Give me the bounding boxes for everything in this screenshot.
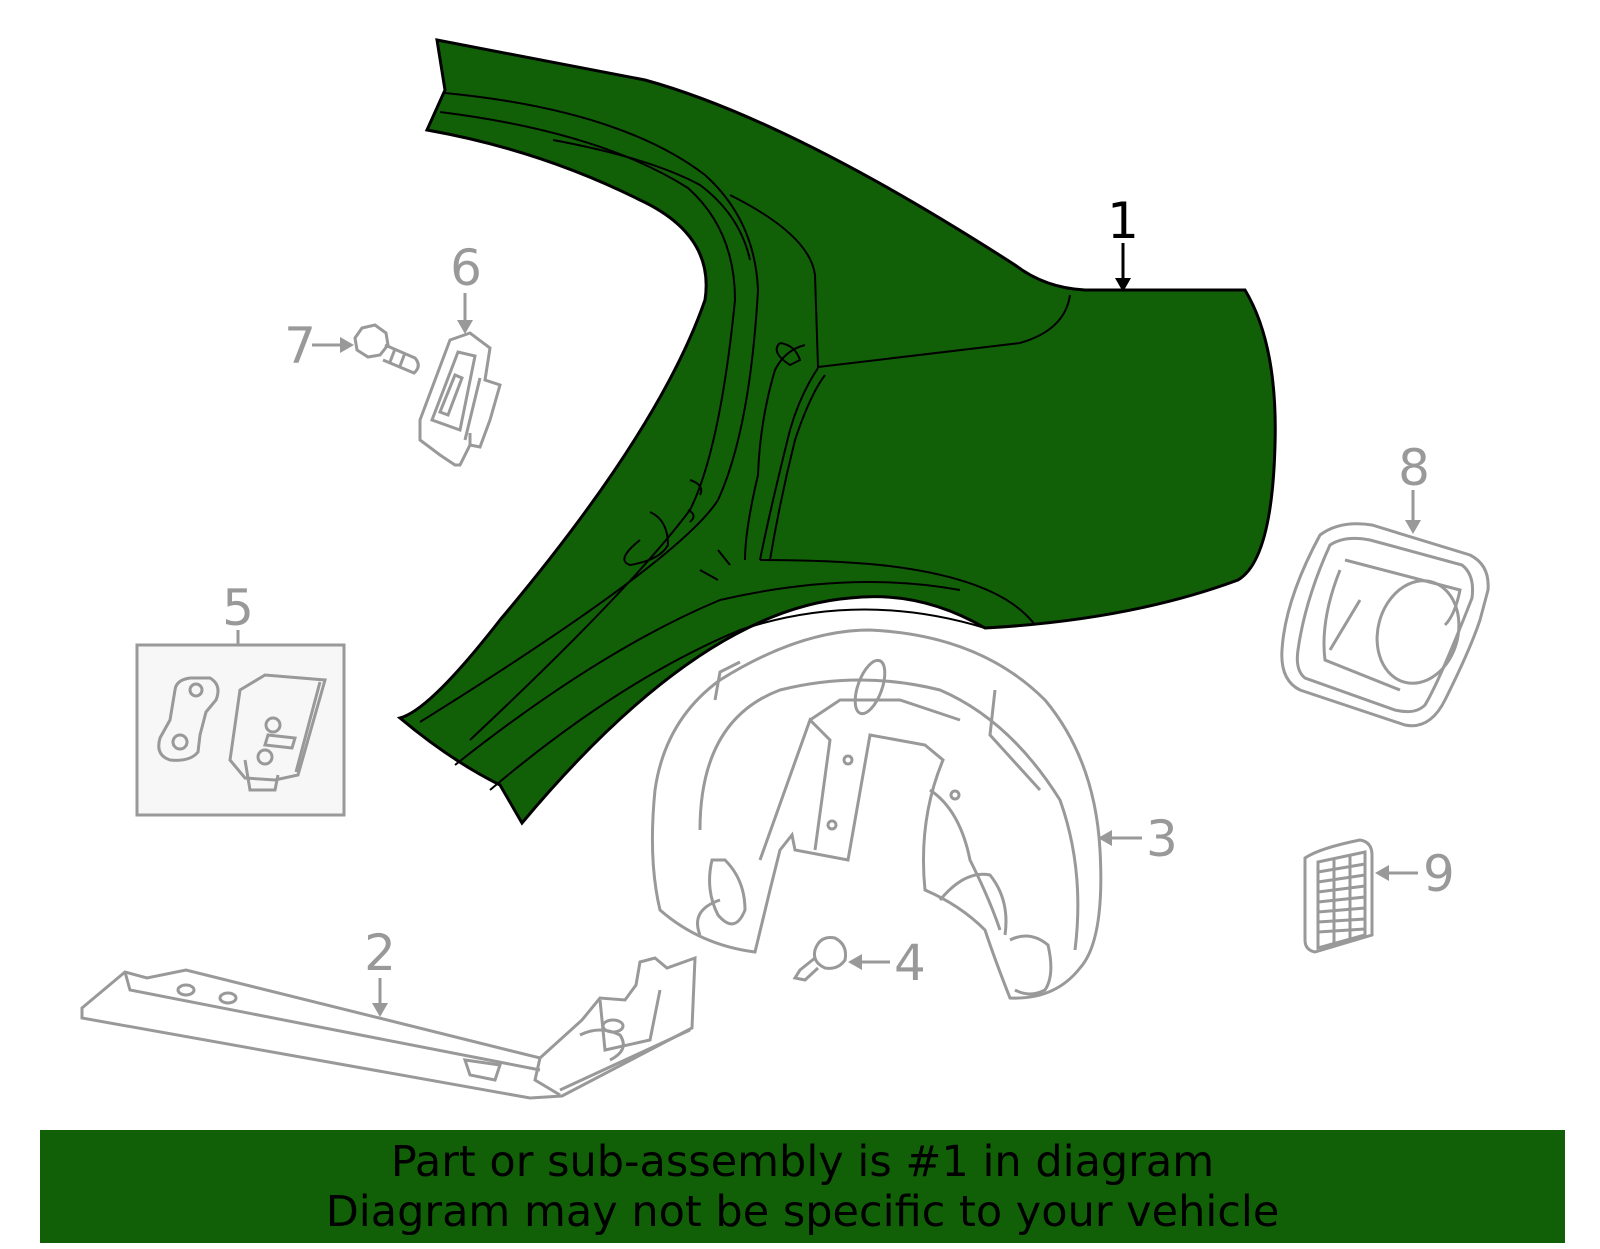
callout-8: 8	[1398, 439, 1430, 534]
callout-label-1: 1	[1107, 192, 1139, 250]
callout-label-8: 8	[1398, 439, 1430, 497]
part-8-fuel-door-housing[interactable]	[1280, 522, 1490, 728]
callout-label-3: 3	[1146, 810, 1178, 868]
part-5-bracket-kit[interactable]	[135, 643, 346, 817]
part-3-wheelhouse-liner[interactable]	[650, 628, 1103, 1000]
callout-6: 6	[450, 239, 482, 334]
part-2-rocker-extension[interactable]	[80, 955, 697, 1100]
callout-7: 7	[284, 317, 354, 375]
callout-label-9: 9	[1423, 845, 1455, 903]
callout-label-2: 2	[364, 924, 396, 982]
callout-5: 5	[222, 579, 254, 645]
part-7-bolt[interactable]	[353, 323, 420, 375]
part-9-vent[interactable]	[1303, 838, 1374, 954]
callout-label-4: 4	[894, 934, 926, 992]
callout-4: 4	[848, 934, 926, 992]
callout-1: 1	[1107, 192, 1139, 292]
callout-3: 3	[1098, 810, 1178, 868]
banner-line-1: Part or sub-assembly is #1 in diagram	[390, 1136, 1215, 1187]
callout-2: 2	[364, 924, 396, 1017]
part-6-bracket[interactable]	[418, 331, 502, 467]
callout-9: 9	[1375, 845, 1455, 903]
part-1-quarter-panel[interactable]	[396, 38, 1277, 826]
callout-label-6: 6	[450, 239, 482, 297]
callout-label-5: 5	[222, 579, 254, 637]
part-4-push-pin[interactable]	[792, 936, 847, 982]
banner-line-2: Diagram may not be specific to your vehi…	[325, 1186, 1280, 1237]
info-banner: Part or sub-assembly is #1 in diagram Di…	[40, 1130, 1565, 1243]
callout-label-7: 7	[284, 317, 316, 375]
